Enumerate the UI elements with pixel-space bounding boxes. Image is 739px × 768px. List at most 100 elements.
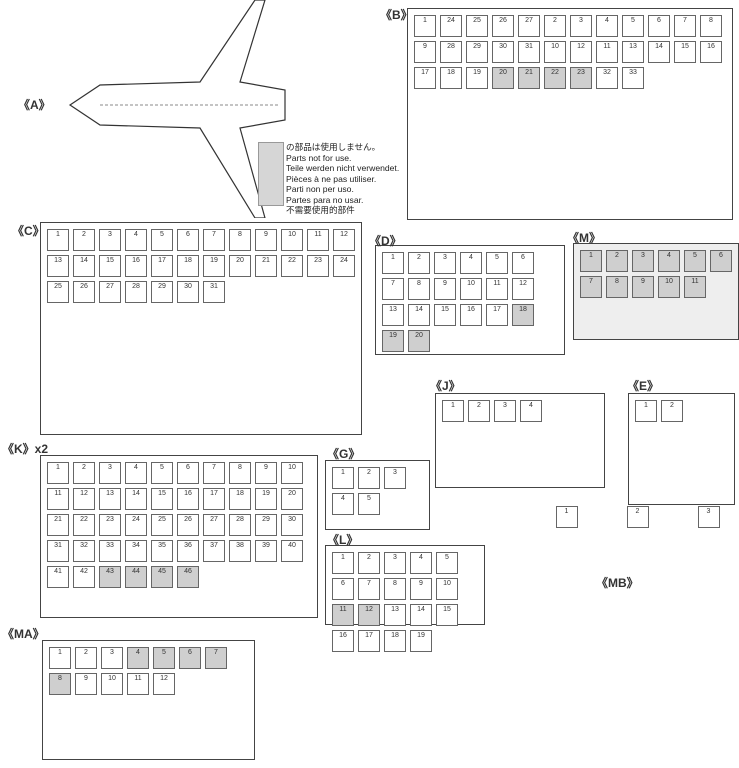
part-m-9: 9 — [632, 276, 654, 298]
part-e-1: 1 — [635, 400, 657, 422]
part-c-6: 6 — [177, 229, 199, 251]
part-b-30: 30 — [492, 41, 514, 63]
part-g-3: 3 — [384, 467, 406, 489]
part-l-6: 6 — [332, 578, 354, 600]
part-d-12: 12 — [512, 278, 534, 300]
part-c-11: 11 — [307, 229, 329, 251]
part-l-17: 17 — [358, 630, 380, 652]
part-b-19: 19 — [466, 67, 488, 89]
sprue-label-e: 《E》 — [627, 379, 660, 393]
part-d-11: 11 — [486, 278, 508, 300]
part-ma-9: 9 — [75, 673, 97, 695]
part-c-1: 1 — [47, 229, 69, 251]
legend-line: Parti non per uso. — [286, 184, 354, 194]
part-k-26: 26 — [177, 514, 199, 536]
part-k-27: 27 — [203, 514, 225, 536]
part-j-4: 4 — [520, 400, 542, 422]
part-b-12: 12 — [570, 41, 592, 63]
part-c-30: 30 — [177, 281, 199, 303]
part-j-1: 1 — [442, 400, 464, 422]
sprue-label-mb: 《MB》 — [596, 576, 639, 590]
part-k-1: 1 — [47, 462, 69, 484]
part-k-42: 42 — [73, 566, 95, 588]
part-m-6: 6 — [710, 250, 732, 272]
part-b-29: 29 — [466, 41, 488, 63]
part-c-27: 27 — [99, 281, 121, 303]
sprue-label-d: 《D》 — [369, 234, 402, 248]
part-c-28: 28 — [125, 281, 147, 303]
sprue-label-k: 《K》x2 — [2, 442, 49, 456]
part-k-19: 19 — [255, 488, 277, 510]
part-b-27: 27 — [518, 15, 540, 37]
part-l-12: 12 — [358, 604, 380, 626]
part-k-30: 30 — [281, 514, 303, 536]
part-b-1: 1 — [414, 15, 436, 37]
part-c-13: 13 — [47, 255, 69, 277]
part-c-20: 20 — [229, 255, 251, 277]
part-k-39: 39 — [255, 540, 277, 562]
part-k-7: 7 — [203, 462, 225, 484]
part-d-18: 18 — [512, 304, 534, 326]
legend-line: Partes para no usar. — [286, 194, 364, 205]
part-k-23: 23 — [99, 514, 121, 536]
part-m-2: 2 — [606, 250, 628, 272]
part-k-5: 5 — [151, 462, 173, 484]
part-k-43: 43 — [99, 566, 121, 588]
part-l-7: 7 — [358, 578, 380, 600]
part-l-15: 15 — [436, 604, 458, 626]
part-m-1: 1 — [580, 250, 602, 272]
unused-swatch — [258, 142, 284, 206]
part-l-4: 4 — [410, 552, 432, 574]
part-b-17: 17 — [414, 67, 436, 89]
part-d-8: 8 — [408, 278, 430, 300]
part-ma-6: 6 — [179, 647, 201, 669]
part-m-3: 3 — [632, 250, 654, 272]
part-c-18: 18 — [177, 255, 199, 277]
part-m-11: 11 — [684, 276, 706, 298]
part-l-16: 16 — [332, 630, 354, 652]
part-b-9: 9 — [414, 41, 436, 63]
part-b-23: 23 — [570, 67, 592, 89]
part-k-4: 4 — [125, 462, 147, 484]
part-d-19: 19 — [382, 330, 404, 352]
part-m-5: 5 — [684, 250, 706, 272]
part-k-34: 34 — [125, 540, 147, 562]
part-k-32: 32 — [73, 540, 95, 562]
part-k-13: 13 — [99, 488, 121, 510]
part-c-26: 26 — [73, 281, 95, 303]
legend-line: Pièces à ne pas utiliser. — [286, 173, 377, 184]
part-c-5: 5 — [151, 229, 173, 251]
part-g-1: 1 — [332, 467, 354, 489]
part-g-5: 5 — [358, 493, 380, 515]
part-k-41: 41 — [47, 566, 69, 588]
part-mb-3: 3 — [697, 506, 720, 528]
part-k-14: 14 — [125, 488, 147, 510]
part-c-8: 8 — [229, 229, 251, 251]
part-l-10: 10 — [436, 578, 458, 600]
part-k-21: 21 — [47, 514, 69, 536]
part-k-17: 17 — [203, 488, 225, 510]
part-d-10: 10 — [460, 278, 482, 300]
part-l-1: 1 — [332, 552, 354, 574]
part-d-13: 13 — [382, 304, 404, 326]
part-g-4: 4 — [332, 493, 354, 515]
part-k-37: 37 — [203, 540, 225, 562]
part-ma-1: 1 — [49, 647, 71, 669]
part-c-31: 31 — [203, 281, 225, 303]
part-c-23: 23 — [307, 255, 329, 277]
part-k-22: 22 — [73, 514, 95, 536]
part-mb-1: 1 — [555, 506, 578, 528]
part-c-21: 21 — [255, 255, 277, 277]
part-ma-11: 11 — [127, 673, 149, 695]
part-b-8: 8 — [700, 15, 722, 37]
part-c-17: 17 — [151, 255, 173, 277]
part-d-16: 16 — [460, 304, 482, 326]
part-k-3: 3 — [99, 462, 121, 484]
part-c-29: 29 — [151, 281, 173, 303]
part-d-4: 4 — [460, 252, 482, 274]
